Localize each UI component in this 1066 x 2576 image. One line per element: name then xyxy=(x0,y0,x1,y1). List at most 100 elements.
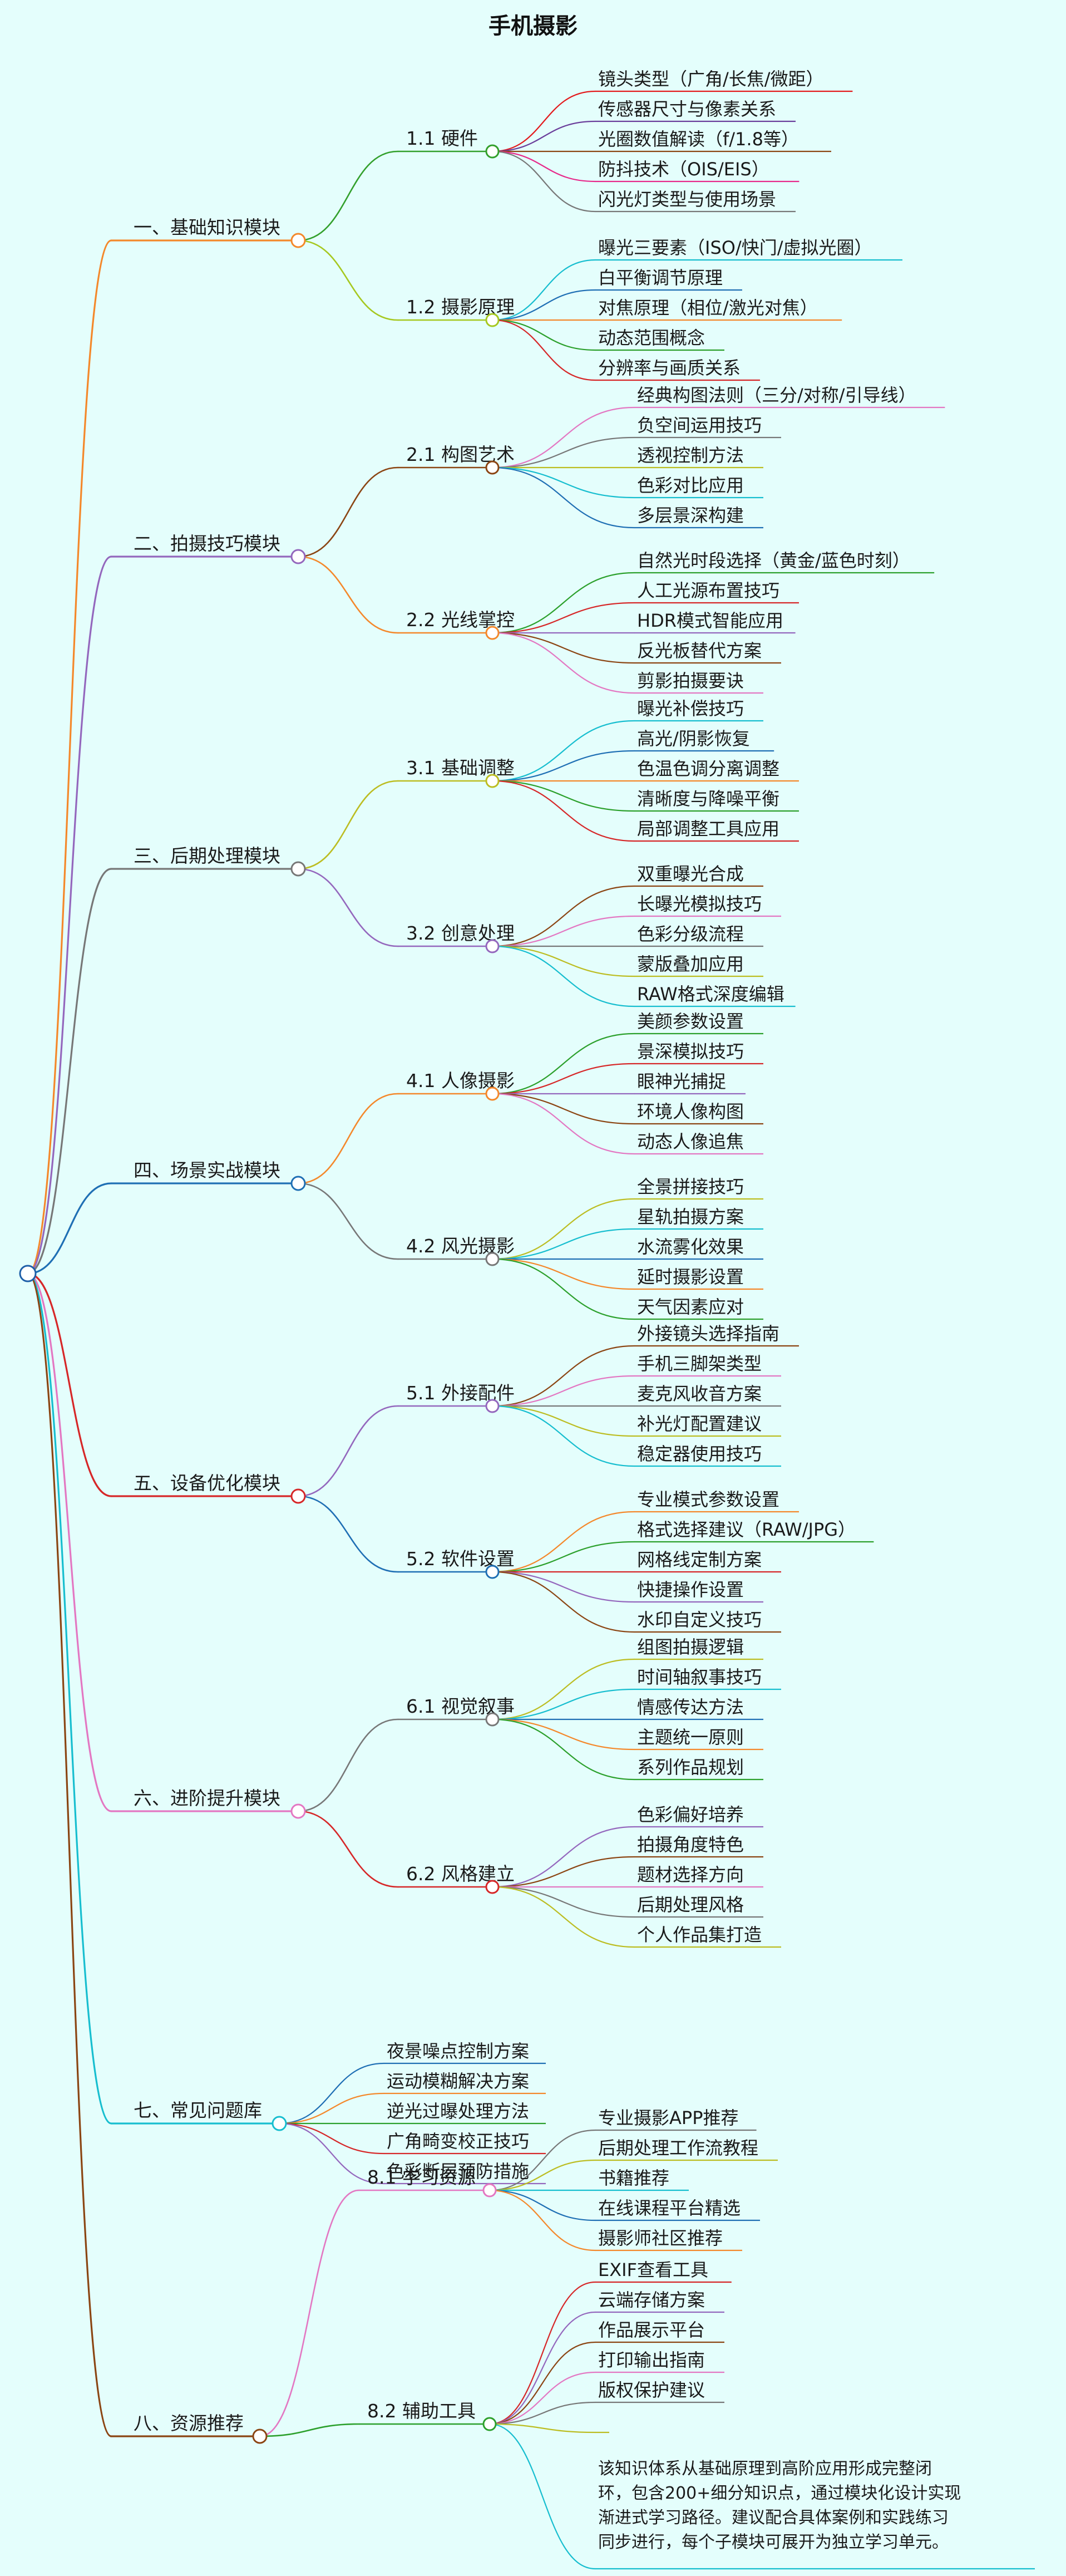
branch-l2-label: 5.1 外接配件 xyxy=(406,1382,515,1404)
connector-root-4 xyxy=(27,1182,112,1275)
leaf-label: 麦克风收音方案 xyxy=(637,1383,762,1404)
leaf-label: 景深模拟技巧 xyxy=(637,1041,744,1062)
connector-leaf xyxy=(491,720,635,782)
branch-l2-node[interactable] xyxy=(485,144,500,159)
branch-l1-node[interactable] xyxy=(290,233,306,248)
leaf-label: 夜景噪点控制方案 xyxy=(387,2041,529,2062)
branch-l2-node[interactable] xyxy=(485,1399,500,1413)
connector-l1-l2 xyxy=(297,239,399,321)
leaf-label: 人工光源布置技巧 xyxy=(637,580,779,601)
leaf-label: 曝光三要素（ISO/快门/虚拟光圈） xyxy=(598,237,872,258)
branch-l2-node[interactable] xyxy=(485,460,500,475)
leaf-label: 经典构图法则（三分/对称/引导线） xyxy=(637,385,916,406)
diagram-title: 手机摄影 xyxy=(488,13,578,39)
summary-note-line: 环，包含200+细分知识点，通过模块化设计实现 xyxy=(598,2484,961,2503)
leaf-label: 负空间运用技巧 xyxy=(637,415,762,436)
summary-note-line: 同步进行，每个子模块可展开为独立学习单元。 xyxy=(598,2533,949,2552)
branch-l2-node[interactable] xyxy=(485,1565,500,1579)
branch-l2-node[interactable] xyxy=(485,1087,500,1101)
branch-l2-label: 6.2 风格建立 xyxy=(406,1863,515,1885)
connector-l1-l2 xyxy=(297,868,399,947)
connector-leaf xyxy=(491,885,635,947)
summary-note-line: 该知识体系从基础原理到高阶应用形成完整闭 xyxy=(598,2459,932,2479)
connector-leaf xyxy=(491,1258,635,1320)
branch-l2-node[interactable] xyxy=(485,313,500,327)
leaf-label: 天气因素应对 xyxy=(637,1296,744,1318)
root-node[interactable] xyxy=(19,1265,37,1282)
leaf-label: RAW格式深度编辑 xyxy=(637,984,784,1005)
leaf-label: 稳定器使用技巧 xyxy=(637,1443,762,1464)
connector-leaf xyxy=(491,1093,635,1125)
branch-l2-label: 3.1 基础调整 xyxy=(406,757,515,779)
connector-root-2 xyxy=(27,555,112,1275)
connector-leaf xyxy=(278,2062,385,2125)
connector-leaf xyxy=(491,1718,635,1781)
branch-l2-node[interactable] xyxy=(485,1712,500,1727)
connector-leaf xyxy=(491,1375,635,1407)
summary-note-line: 渐进式学习路径。建议配合具体案例和实践练习 xyxy=(598,2508,949,2528)
branch-l2-label: 4.2 风光摄影 xyxy=(406,1235,515,1257)
leaf-label: 反光板替代方案 xyxy=(637,640,762,661)
connector-leaf xyxy=(491,602,635,634)
leaf-label: 个人作品集打造 xyxy=(637,1924,762,1945)
connector-leaf xyxy=(491,90,596,153)
branch-l2-node[interactable] xyxy=(485,626,500,640)
leaf-label: 情感传达方法 xyxy=(637,1697,744,1718)
branch-l1-node[interactable] xyxy=(290,1488,306,1504)
leaf-label: 广角畸变校正技巧 xyxy=(387,2131,529,2152)
connector-leaf xyxy=(491,436,635,469)
leaf-label: 水流雾化效果 xyxy=(637,1236,744,1257)
branch-l1-label: 四、场景实战模块 xyxy=(134,1159,280,1181)
connector-l1-l2 xyxy=(297,466,399,558)
branch-l2-label: 2.1 构图艺术 xyxy=(406,444,515,465)
branch-l1-label: 五、设备优化模块 xyxy=(134,1472,280,1494)
branch-l2-node[interactable] xyxy=(482,2183,497,2198)
connector-leaf xyxy=(491,1826,635,1888)
leaf-label: 镜头类型（广角/长焦/微距） xyxy=(598,68,824,90)
connector-leaf xyxy=(491,466,635,499)
leaf-label: 系列作品规划 xyxy=(637,1757,744,1778)
connector-leaf xyxy=(491,319,596,381)
branch-l2-node[interactable] xyxy=(485,1880,500,1894)
connector-leaf xyxy=(278,2122,385,2185)
branch-l2-node[interactable] xyxy=(485,1252,500,1266)
branch-l1-node[interactable] xyxy=(252,2428,268,2444)
leaf-label: 剪影拍摄要诀 xyxy=(637,670,744,691)
leaf-label: 闪光灯类型与使用场景 xyxy=(598,189,776,210)
leaf-label: 在线课程平台精选 xyxy=(598,2198,741,2219)
connector-root-8 xyxy=(27,1272,112,2437)
branch-l1-label: 七、常见问题库 xyxy=(134,2100,262,2121)
leaf-label: 格式选择建议（RAW/JPG） xyxy=(637,1519,856,1540)
connector-leaf xyxy=(488,2129,596,2191)
connector-leaf xyxy=(488,2423,596,2570)
leaf-label: 专业摄影APP推荐 xyxy=(598,2107,739,2128)
leaf-label: 对焦原理（相位/激光对焦） xyxy=(598,297,818,318)
branch-l1-node[interactable] xyxy=(290,549,306,564)
branch-l2-node[interactable] xyxy=(485,774,500,788)
branch-l1-label: 八、资源推荐 xyxy=(134,2412,244,2434)
connector-l1-l2 xyxy=(297,1495,399,1573)
connector-root-6 xyxy=(27,1272,112,1812)
leaf-label: 美颜参数设置 xyxy=(637,1011,744,1032)
leaf-label: 传感器尺寸与像素关系 xyxy=(598,99,776,120)
branch-l1-node[interactable] xyxy=(290,1176,306,1191)
connector-leaf xyxy=(491,1571,635,1633)
connector-leaf xyxy=(488,2159,596,2191)
connector-l1-l2 xyxy=(297,1810,399,1888)
leaf-label: 眼神光捕捉 xyxy=(637,1071,726,1092)
connector-leaf xyxy=(491,1345,635,1407)
branch-l2-label: 1.2 摄影原理 xyxy=(406,296,515,318)
branch-l1-node[interactable] xyxy=(272,2116,287,2131)
branch-l1-node[interactable] xyxy=(290,1803,306,1819)
connector-leaf xyxy=(491,1405,635,1467)
branch-l2-label: 8.1 学习资源 xyxy=(367,2166,476,2188)
connector-leaf xyxy=(491,1541,635,1573)
branch-l2-node[interactable] xyxy=(485,939,500,953)
leaf-label: 外接镜头选择指南 xyxy=(637,1323,779,1344)
branch-l2-node[interactable] xyxy=(482,2417,497,2431)
branch-l1-node[interactable] xyxy=(290,861,306,877)
leaf-label: 色彩分级流程 xyxy=(637,923,744,945)
leaf-label: 全景拼接技巧 xyxy=(637,1176,744,1197)
leaf-label: 拍摄角度特色 xyxy=(637,1834,744,1855)
